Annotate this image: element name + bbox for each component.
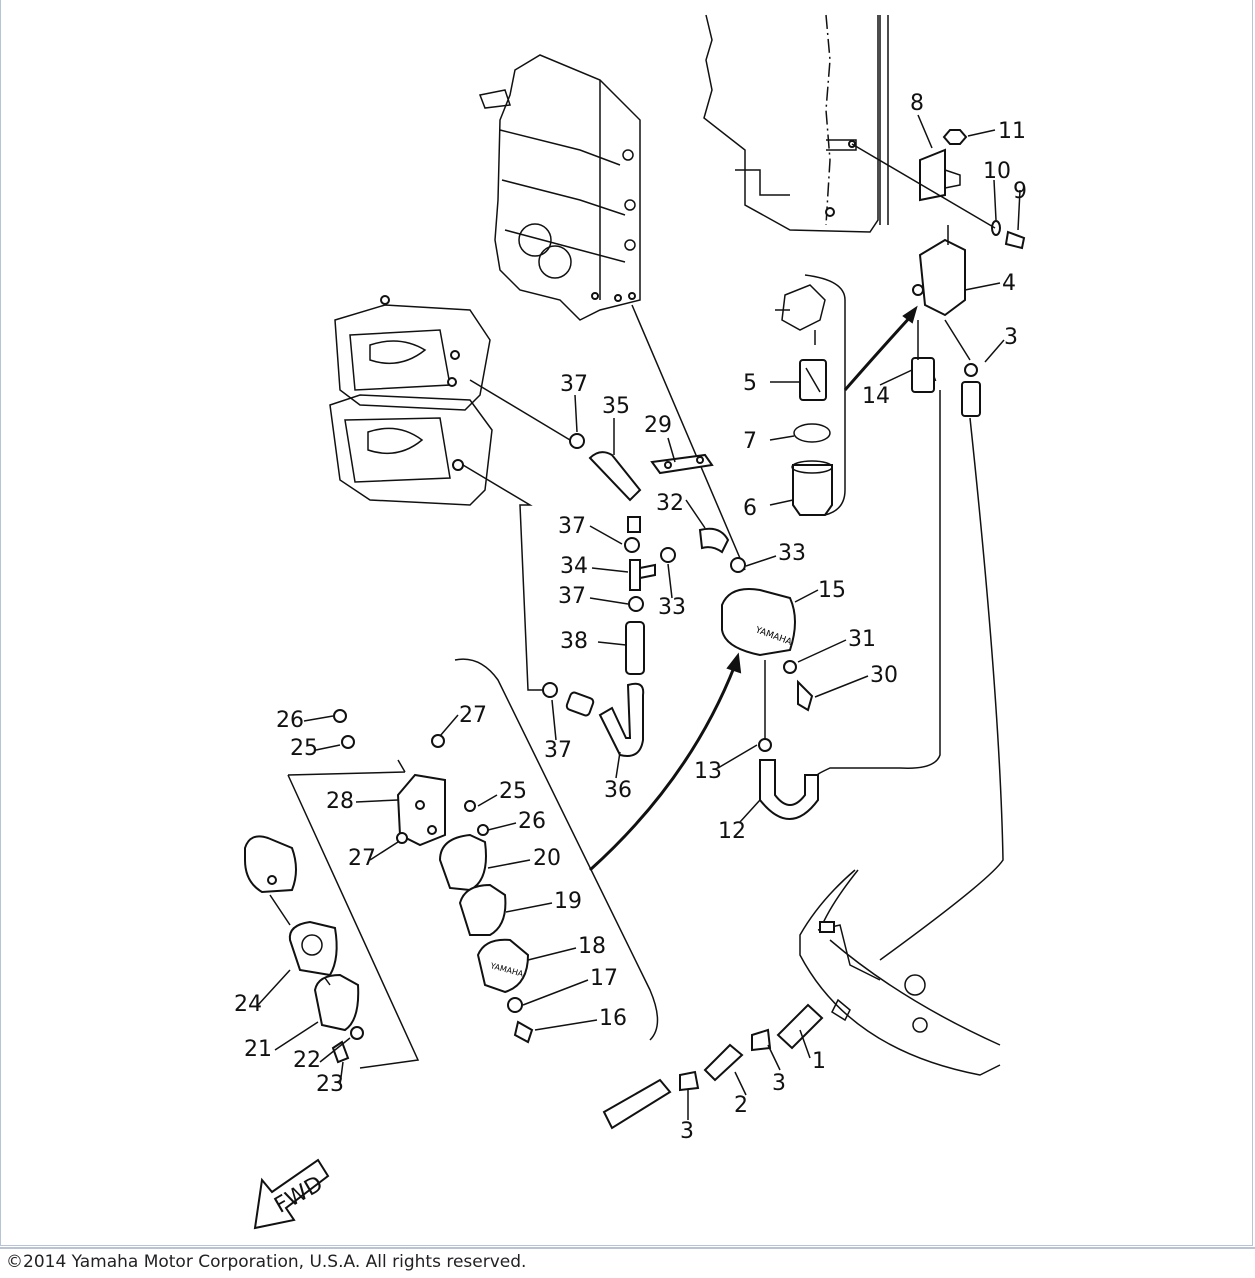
part-number-34: 34 <box>560 554 588 579</box>
part-number-1: 1 <box>812 1049 826 1074</box>
part-number-12: 12 <box>718 819 746 844</box>
part-number-8: 8 <box>910 91 924 116</box>
part-number-37: 37 <box>544 738 572 763</box>
part-number-28: 28 <box>326 789 354 814</box>
part-number-25: 25 <box>499 779 527 804</box>
part-number-10: 10 <box>983 159 1011 184</box>
part-number-22: 22 <box>293 1048 321 1073</box>
part-number-35: 35 <box>602 394 630 419</box>
cylinder-head-drawing <box>478 54 641 321</box>
part-number-32: 32 <box>656 491 684 516</box>
fuel-pump-drawing: YAMAHA <box>588 588 814 872</box>
part-number-25: 25 <box>290 736 318 761</box>
part-number-24: 24 <box>234 992 262 1017</box>
part-number-31: 31 <box>848 627 876 652</box>
part-number-18: 18 <box>578 934 606 959</box>
engine-block-drawing <box>703 14 889 233</box>
part-number-4: 4 <box>1002 271 1016 296</box>
part-number-38: 38 <box>560 629 588 654</box>
leader-lines <box>257 114 1021 1120</box>
part-number-33: 33 <box>658 595 686 620</box>
part-number-14: 14 <box>862 384 890 409</box>
bottom-fittings-drawing <box>602 1003 824 1130</box>
hose-u-drawing <box>758 390 1004 961</box>
part-number-37: 37 <box>558 584 586 609</box>
part-number-26: 26 <box>276 708 304 733</box>
part-number-21: 21 <box>244 1037 272 1062</box>
part-number-37: 37 <box>558 514 586 539</box>
part-number-37: 37 <box>560 372 588 397</box>
bottom-cowling-drawing <box>799 869 1001 1076</box>
part-number-36: 36 <box>604 778 632 803</box>
part-number-6: 6 <box>743 496 757 521</box>
fuel-filter-drawing <box>775 129 1026 516</box>
part-number-33: 33 <box>778 541 806 566</box>
fwd-arrow-icon: FWD <box>253 1158 330 1230</box>
part-number-11: 11 <box>998 119 1026 144</box>
part-number-13: 13 <box>694 759 722 784</box>
part-number-17: 17 <box>590 966 618 991</box>
copyright-footer: ©2014 Yamaha Motor Corporation, U.S.A. A… <box>0 1247 1255 1278</box>
pump-kit-drawing: YAMAHA <box>244 658 659 1069</box>
carburetor-assembly-drawing <box>329 295 493 506</box>
part-number-3: 3 <box>680 1119 694 1144</box>
part-number-26: 26 <box>518 809 546 834</box>
part-number-7: 7 <box>743 429 757 454</box>
diagram-frame <box>0 0 1253 1246</box>
part-number-15: 15 <box>818 578 846 603</box>
part-number-3: 3 <box>1004 325 1018 350</box>
parts-diagram: YAMAHA <box>234 14 1027 1230</box>
part-number-29: 29 <box>644 413 672 438</box>
part-number-20: 20 <box>533 846 561 871</box>
part-number-labels: 1 2 3 3 3 4 5 6 7 8 9 10 11 12 13 14 15 … <box>234 91 1027 1144</box>
part-number-16: 16 <box>599 1006 627 1031</box>
part-number-19: 19 <box>554 889 582 914</box>
part-number-2: 2 <box>734 1093 748 1118</box>
part-number-3: 3 <box>772 1071 786 1096</box>
fuel-hose-drawing <box>462 304 746 757</box>
part-number-30: 30 <box>870 663 898 688</box>
part-number-5: 5 <box>743 371 757 396</box>
part-number-27: 27 <box>459 703 487 728</box>
